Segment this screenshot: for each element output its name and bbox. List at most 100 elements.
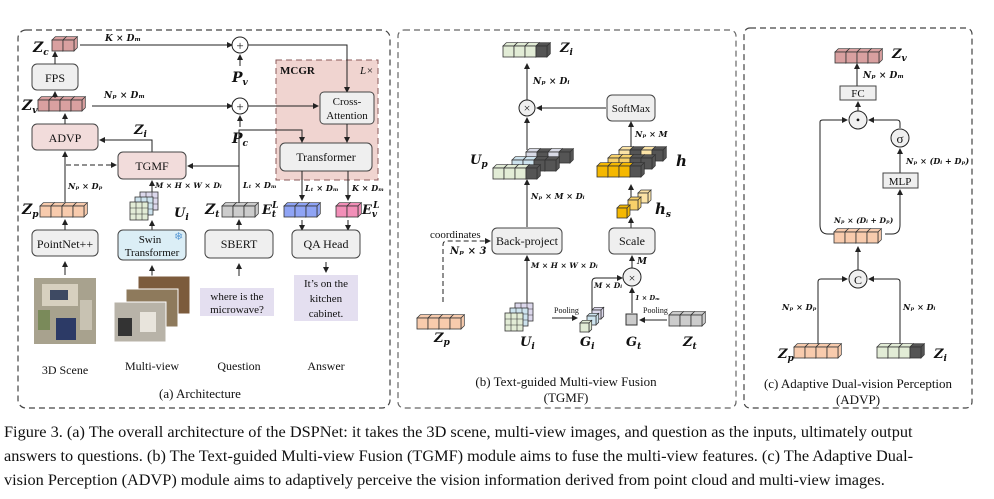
zi-symbol-b: Zi xyxy=(559,41,574,58)
dim-lt-dm-right: Lₜ × Dₘ xyxy=(304,183,339,193)
question-label: Question xyxy=(217,359,260,373)
caption-line-2: answers to questions. (b) The Text-guide… xyxy=(4,446,914,465)
feature-cube xyxy=(427,317,440,330)
swin-transformer-block xyxy=(117,229,187,261)
zp-symbol-b: Zp xyxy=(433,331,451,348)
dim-m-di: M × Dᵢ xyxy=(593,281,622,290)
panel-b-caption-line2: (TGMF) xyxy=(544,390,589,405)
feature-cube xyxy=(61,205,74,218)
sbert-label: SBERT xyxy=(221,237,258,251)
tgmf-block xyxy=(117,151,187,180)
question-text-line1: where is the xyxy=(210,291,263,303)
feature-cube xyxy=(62,39,75,52)
feature-cube xyxy=(793,346,806,359)
dim-np-dm-c: Nₚ × Dₘ xyxy=(862,71,904,81)
zp-feature-cubes-b xyxy=(416,313,466,330)
scale-label: Scale xyxy=(619,234,645,248)
gt-cube xyxy=(625,313,638,326)
zv-feature-cubes-c xyxy=(834,47,884,64)
h-feature-cubes xyxy=(596,145,668,178)
panel-c-caption-line1: (c) Adaptive Dual-vision Perception xyxy=(764,376,953,391)
dim-np-m-b: Nₚ × M xyxy=(634,129,669,139)
feature-cube xyxy=(558,151,571,164)
dim-np-dp-a: Nₚ × Dₚ xyxy=(67,181,103,191)
ui-symbol-b: Ui xyxy=(520,335,535,352)
dim-np-dp-c: Nₚ × Dₚ xyxy=(781,302,817,312)
feature-cube xyxy=(243,205,256,218)
answer-label: Answer xyxy=(307,359,344,373)
pooling-label-1: Pooling xyxy=(554,306,579,315)
multiply-symbol-b-top: × xyxy=(524,101,531,115)
zp-feature-cubes-c xyxy=(793,342,843,359)
fc-label: FC xyxy=(851,88,864,100)
concat-operator xyxy=(848,269,868,289)
cross-attention-label-line2: Attention xyxy=(326,110,368,122)
feature-cube xyxy=(815,346,828,359)
feature-cube xyxy=(845,51,858,64)
transformer-label: Transformer xyxy=(296,150,356,164)
feature-cube xyxy=(579,322,590,333)
qa-head-label: QA Head xyxy=(304,237,349,251)
feature-cube xyxy=(833,231,846,244)
dim-np-di-b: Nₚ × Dᵢ xyxy=(532,77,569,87)
feature-cube xyxy=(607,165,620,178)
feature-cube xyxy=(866,231,879,244)
feature-cube xyxy=(618,165,631,178)
elementwise-product-operator xyxy=(848,110,868,130)
feature-cube xyxy=(514,167,527,180)
mlp-block xyxy=(882,172,919,189)
sigma-symbol: σ xyxy=(896,131,903,146)
plus-symbol-top: + xyxy=(236,38,243,53)
zi-feature-cubes-c xyxy=(876,342,926,359)
figure-caption: Figure 3. (a) The overall architecture o… xyxy=(4,420,994,492)
mcgr-label: MCGR xyxy=(280,65,316,77)
feature-cube xyxy=(59,99,72,112)
swin-label-line2: Transformer xyxy=(125,247,180,259)
dim-mhwdi-a: M × H × W × Dᵢ xyxy=(154,181,222,190)
zt-symbol-a: Zt xyxy=(204,202,220,220)
fps-label: FPS xyxy=(45,71,65,85)
dim-lt-dm-left: Lₜ × Dₘ xyxy=(242,180,277,190)
feature-cube xyxy=(503,167,516,180)
caption-line-1: Figure 3. (a) The overall architecture o… xyxy=(4,422,913,441)
back-project-label: Back-project xyxy=(496,234,559,248)
feature-cube xyxy=(502,45,515,58)
feature-cube xyxy=(37,99,50,112)
feature-cube xyxy=(690,314,703,327)
3d-scene-image xyxy=(34,278,96,344)
pointnet-label: PointNet++ xyxy=(37,237,93,251)
feature-cube xyxy=(51,39,64,52)
feature-cube xyxy=(834,51,847,64)
plus-symbol-bottom: + xyxy=(236,99,243,114)
etl-symbol: EtL xyxy=(261,201,278,220)
dim-1-dm: 1 × Dₘ xyxy=(635,294,660,302)
feature-cube xyxy=(294,205,307,218)
feature-cube xyxy=(70,99,83,112)
coordinates-label: coordinates xyxy=(430,229,481,241)
dot-symbol: • xyxy=(856,113,860,127)
feature-cube xyxy=(629,165,642,178)
zi-symbol-c: Zi xyxy=(933,347,948,364)
panel-a-border xyxy=(17,29,391,409)
pc-symbol: Pc xyxy=(231,131,249,149)
feature-cube xyxy=(346,205,359,218)
feature-cube xyxy=(492,167,505,180)
feature-cube xyxy=(513,45,526,58)
feature-cube xyxy=(535,45,548,58)
zv-symbol: Zv xyxy=(21,98,38,116)
zt-symbol-b: Zt xyxy=(682,335,698,352)
panel-b-border xyxy=(397,29,737,409)
zv-feature-cubes xyxy=(37,95,87,112)
feature-cube xyxy=(596,165,609,178)
dim-np-m-di: Nₚ × M × Dᵢ xyxy=(530,191,585,201)
qa-head-block xyxy=(291,229,361,259)
feature-cube xyxy=(887,346,900,359)
dim-k-dm: K × Dₘ xyxy=(104,34,141,44)
zv-symbol-c: Zv xyxy=(891,47,908,64)
feature-cube xyxy=(72,205,85,218)
up-symbol: Up xyxy=(470,153,488,170)
multi-view-images xyxy=(113,275,191,343)
gi-feature-cubes xyxy=(579,306,605,333)
answer-text-line2: kitchen xyxy=(310,293,343,305)
dim-np-di-c: Nₚ × Dᵢ xyxy=(902,302,936,312)
